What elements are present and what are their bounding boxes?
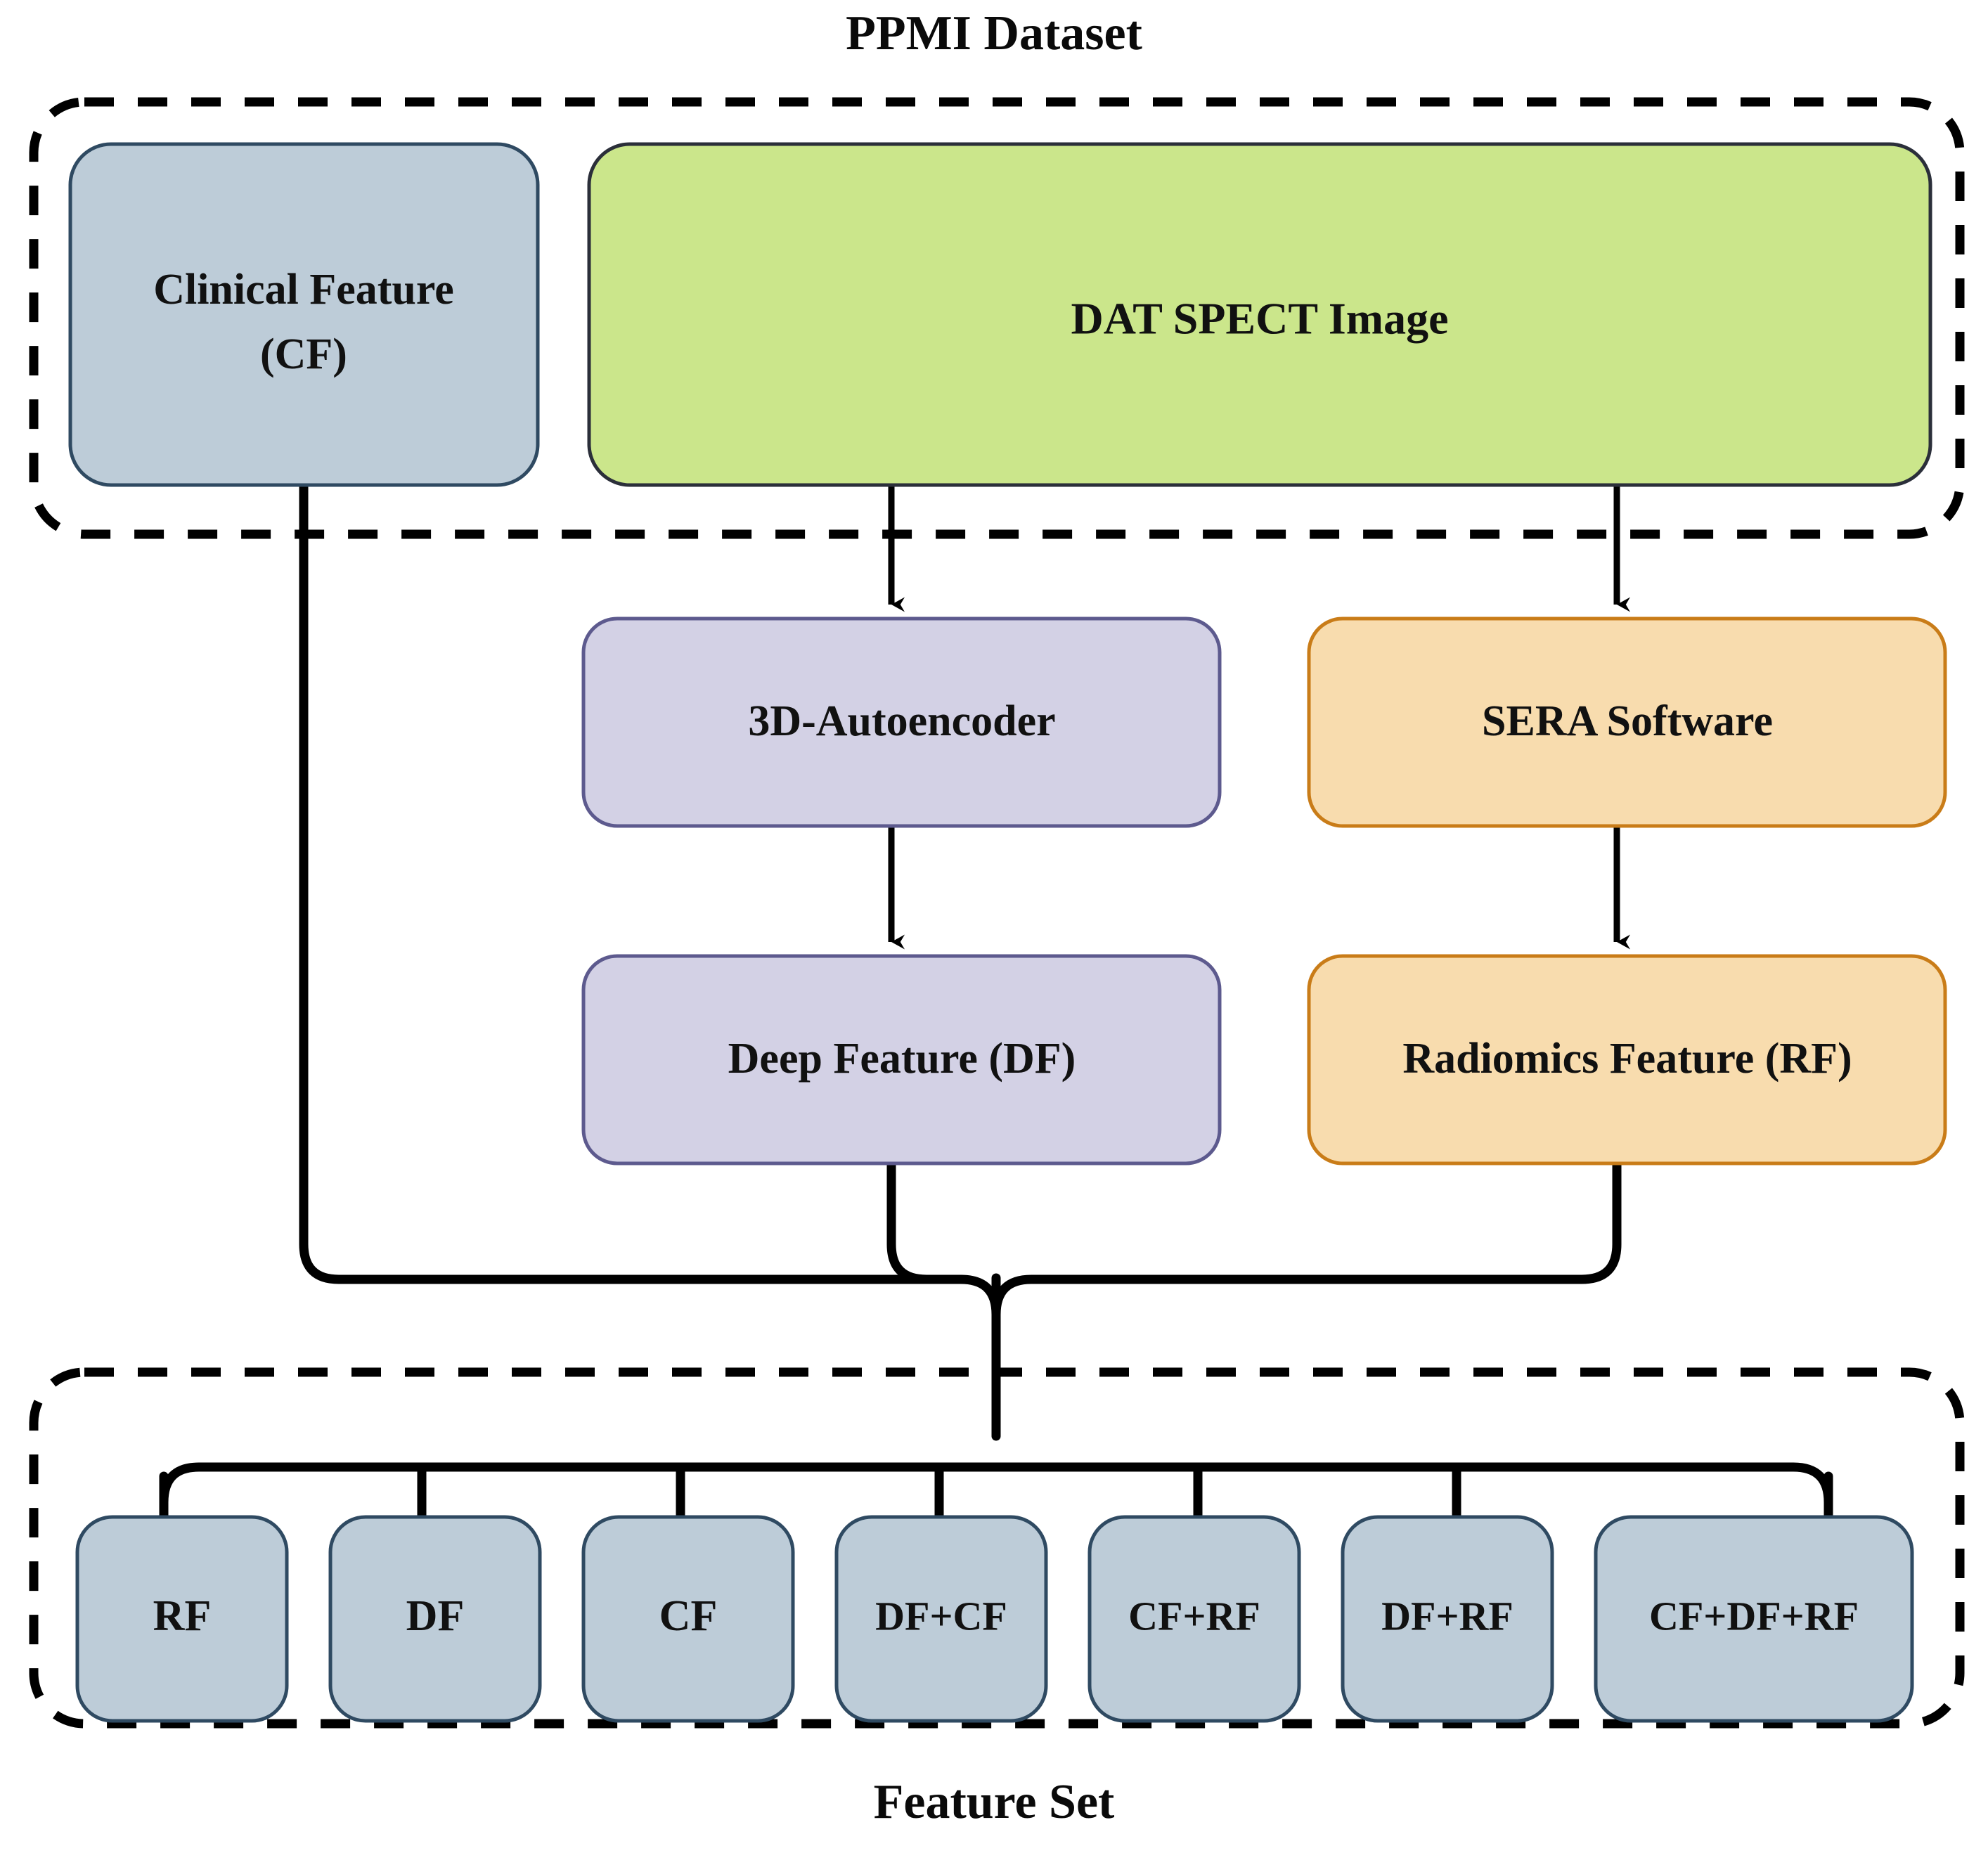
feature-set-label-cf: CF bbox=[659, 1592, 718, 1640]
clinical-feature-label-line2: (CF) bbox=[260, 330, 347, 378]
deep-feature-box[interactable] bbox=[581, 954, 1222, 1166]
feature-set-box-cf-rf[interactable] bbox=[1087, 1515, 1301, 1723]
feature-set-label-df: DF bbox=[406, 1592, 465, 1640]
sera-software-label: SERA Software bbox=[1482, 697, 1773, 745]
feature-set-item-2[interactable]: CF bbox=[581, 1515, 795, 1723]
dat-spect-image-label: DAT SPECT Image bbox=[1071, 294, 1449, 344]
feature-set-item-3[interactable]: DF+CF bbox=[834, 1515, 1048, 1723]
radiomics-feature-label: Radiomics Feature (RF) bbox=[1402, 1035, 1852, 1083]
feature-set-box-df[interactable] bbox=[328, 1515, 542, 1723]
dat-spect-image-box[interactable] bbox=[587, 142, 1932, 487]
feature-set-box-cf-df-rf[interactable] bbox=[1594, 1515, 1914, 1723]
radiomics-feature-box[interactable] bbox=[1307, 954, 1947, 1166]
feature-set-label-cf-df-rf: CF+DF+RF bbox=[1649, 1593, 1859, 1639]
ppmi-dataset-group-border bbox=[29, 97, 1965, 539]
clinical-feature-label-line1: Clinical Feature bbox=[153, 266, 454, 314]
node-sera-software[interactable]: SERA Software bbox=[1307, 616, 1947, 828]
feature-set-group-border bbox=[29, 1367, 1965, 1729]
feature-set-box-df-rf[interactable] bbox=[1341, 1515, 1554, 1723]
node-autoencoder[interactable]: 3D-Autoencoder bbox=[581, 616, 1222, 828]
feature-set-item-0[interactable]: RF bbox=[75, 1515, 289, 1723]
feature-set-label-rf: RF bbox=[153, 1592, 212, 1640]
node-deep-feature[interactable]: Deep Feature (DF) bbox=[581, 954, 1222, 1166]
feature-set-box-rf[interactable] bbox=[75, 1515, 289, 1723]
feature-distribution-bus bbox=[159, 1462, 1833, 1507]
sera-software-box[interactable] bbox=[1307, 616, 1947, 828]
feature-set-item-6[interactable]: CF+DF+RF bbox=[1594, 1515, 1914, 1723]
node-clinical-feature[interactable]: Clinical Feature (CF) bbox=[68, 142, 540, 487]
deep-feature-label: Deep Feature (DF) bbox=[728, 1035, 1076, 1083]
feature-set-title: Feature Set bbox=[874, 1775, 1115, 1829]
feature-set-box-cf[interactable] bbox=[581, 1515, 795, 1723]
feature-set-item-1[interactable]: DF bbox=[328, 1515, 542, 1723]
feature-set-item-5[interactable]: DF+RF bbox=[1341, 1515, 1554, 1723]
feature-set-label-df-cf: DF+CF bbox=[875, 1593, 1007, 1639]
feature-set-label-df-rf: DF+RF bbox=[1381, 1593, 1513, 1639]
edge-deep-feature-to-bus bbox=[886, 1155, 966, 1284]
autoencoder-box[interactable] bbox=[581, 616, 1222, 828]
ppmi-dataset-title: PPMI Dataset bbox=[846, 6, 1142, 60]
feature-set-label-cf-rf: CF+RF bbox=[1128, 1593, 1260, 1639]
feature-set-box-df-cf[interactable] bbox=[834, 1515, 1048, 1723]
node-dat-spect-image[interactable]: DAT SPECT Image bbox=[587, 142, 1932, 487]
clinical-feature-box[interactable] bbox=[68, 142, 540, 487]
edge-radiomics-feature-to-bus bbox=[991, 1155, 1622, 1319]
feature-set-item-4[interactable]: CF+RF bbox=[1087, 1515, 1301, 1723]
node-radiomics-feature[interactable]: Radiomics Feature (RF) bbox=[1307, 954, 1947, 1166]
autoencoder-label: 3D-Autoencoder bbox=[748, 697, 1055, 745]
